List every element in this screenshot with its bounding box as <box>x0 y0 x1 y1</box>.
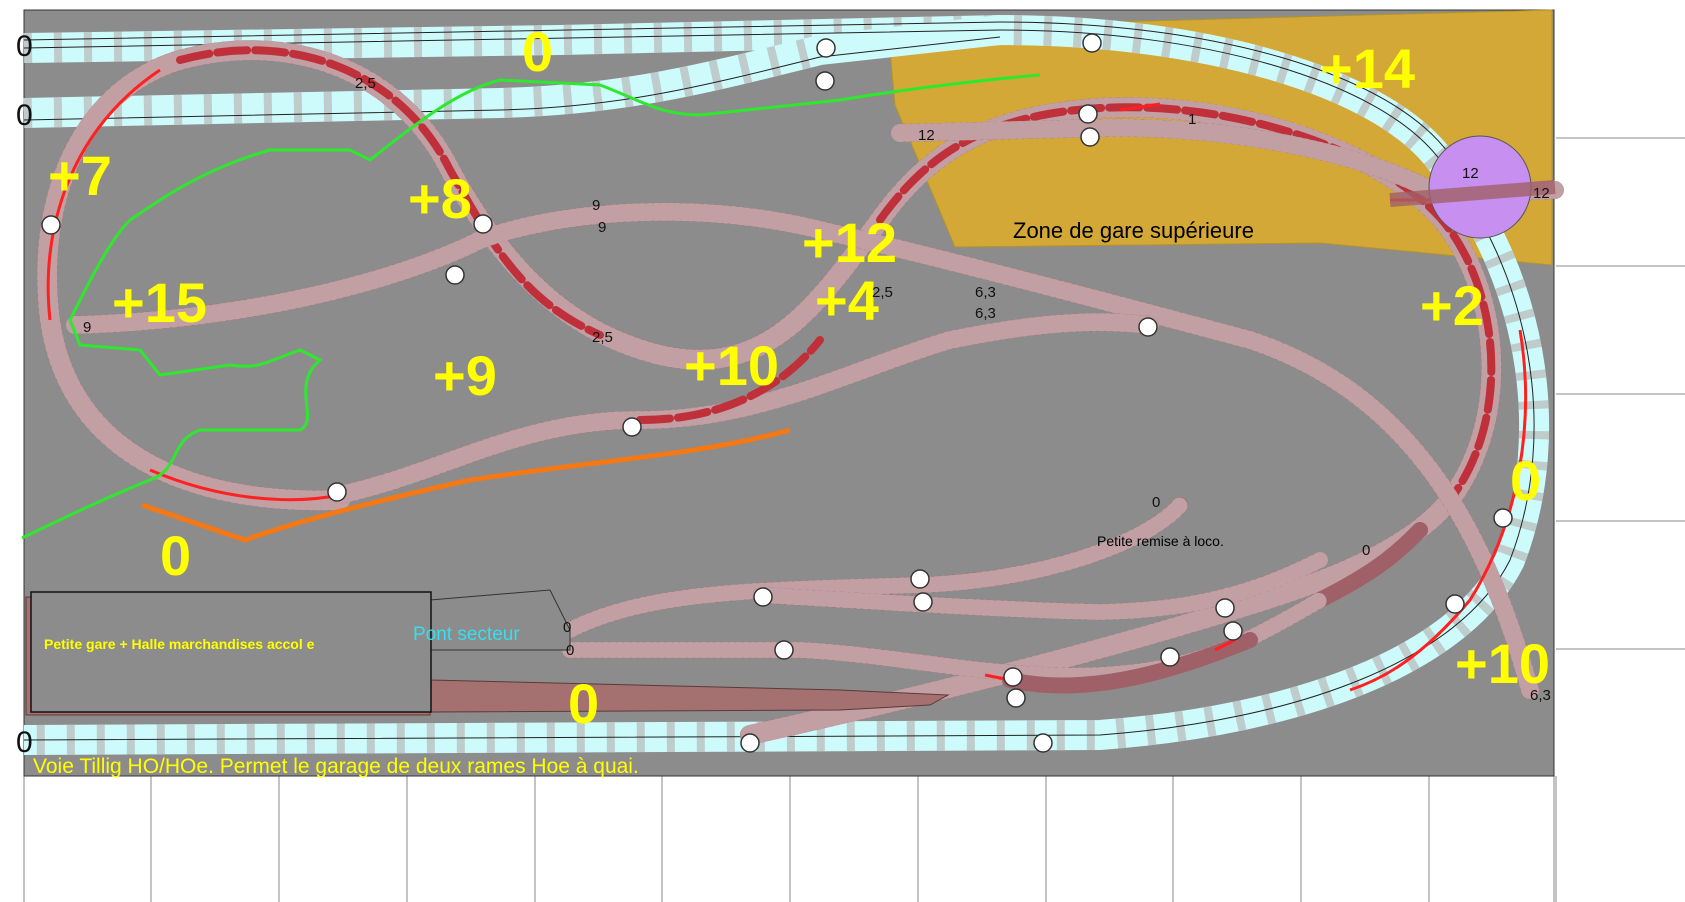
turntable-sector-label: Pont secteur <box>413 624 520 645</box>
track-mark: 6,3 <box>975 284 996 301</box>
green-line <box>21 73 1041 540</box>
track-mark: 12 <box>918 127 935 144</box>
upper-station-label: Zone de gare supérieure <box>1013 218 1254 243</box>
level-label: +8 <box>408 167 472 230</box>
track-mark: 9 <box>83 319 91 336</box>
track-mark: 12 <box>1462 165 1479 182</box>
orange-line <box>141 427 791 543</box>
level-label: 0 <box>522 20 553 83</box>
level-label: 0 <box>568 672 599 735</box>
track-mark: 0 <box>1152 494 1160 511</box>
track-mark: 1 <box>1188 111 1196 128</box>
level-label: +7 <box>48 144 112 207</box>
level-label: +10 <box>684 334 779 397</box>
small-station-label: Petite gare + Halle marchandises accol e <box>44 636 315 652</box>
track-mark: 0 <box>1362 542 1370 559</box>
level-label: +4 <box>815 269 879 332</box>
track-mark: 9 <box>598 219 606 236</box>
loco-shed-label: Petite remise à loco. <box>1097 533 1224 549</box>
track-mark: 0 <box>563 619 571 636</box>
footer-note: Voie Tillig HO/HOe. Permet le garage de … <box>33 755 639 778</box>
level-label: +15 <box>112 271 207 334</box>
track-mark: 0 <box>16 726 33 759</box>
tillig-tracks <box>23 14 1550 755</box>
main-tracks <box>37 40 1564 745</box>
track-mark: 12 <box>1533 185 1550 202</box>
track-mark: 0 <box>566 642 574 659</box>
track-mark: 2,5 <box>355 75 376 92</box>
level-label: 0 <box>160 524 191 587</box>
track-marks: 0 0 2,5 12 1 12 12 9 9 9 2,5 6,3 6,3 2,5… <box>16 30 1551 759</box>
track-mark: 0 <box>16 99 33 132</box>
small-station-building <box>30 591 432 713</box>
track-mark: 0 <box>16 30 33 63</box>
track-mark: 9 <box>592 197 600 214</box>
level-label: +9 <box>433 344 497 407</box>
level-label: +14 <box>1320 37 1415 100</box>
track-mark: 2,5 <box>872 284 893 301</box>
level-label: +2 <box>1420 274 1484 337</box>
turnout-markers <box>41 33 1513 753</box>
track-mark: 6,3 <box>975 305 996 322</box>
level-label: +12 <box>802 211 897 274</box>
track-mark: 2,5 <box>592 329 613 346</box>
level-label: +10 <box>1455 632 1550 695</box>
level-labels: 0 +14 +7 +8 +12 +4 +15 +9 +10 +2 0 0 +10… <box>48 20 1550 735</box>
level-label: 0 <box>1510 449 1541 512</box>
track-mark: 6,3 <box>1530 687 1551 704</box>
